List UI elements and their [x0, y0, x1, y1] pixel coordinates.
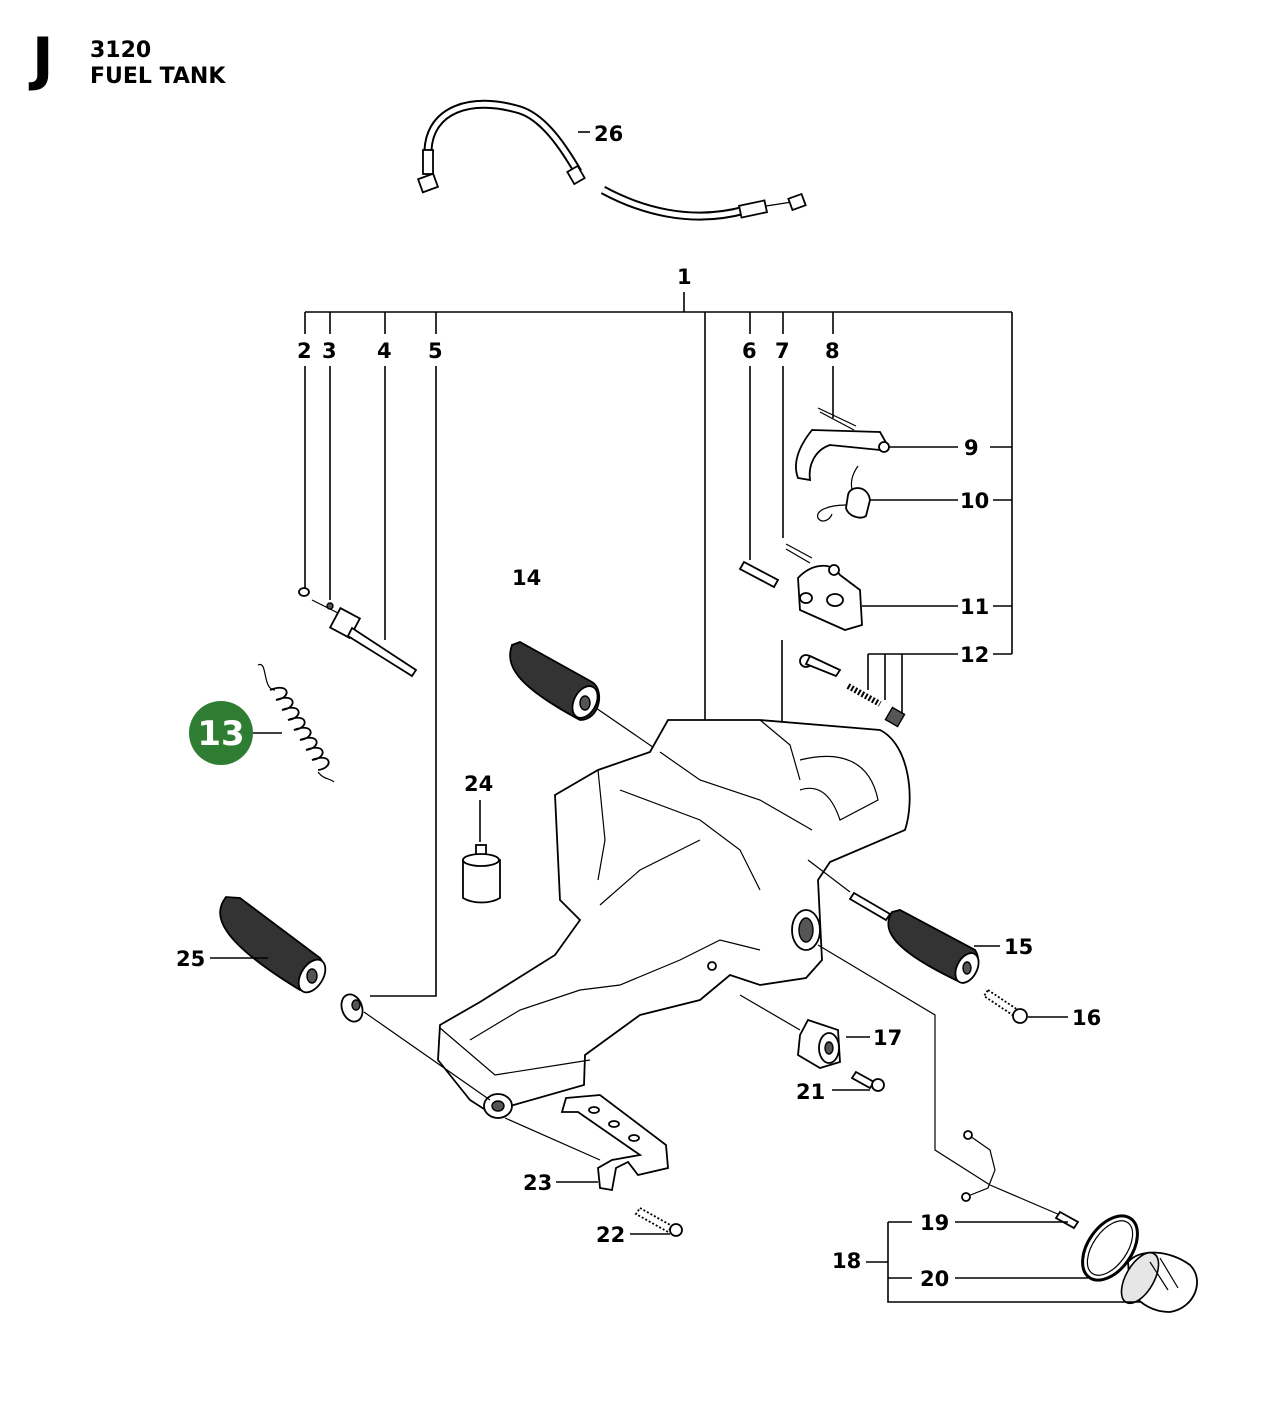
- label-part-8[interactable]: 8: [825, 339, 840, 363]
- label-part-18[interactable]: 18: [832, 1249, 861, 1273]
- parts-6-7-11-drawing: [738, 543, 863, 631]
- label-part-25[interactable]: 25: [176, 947, 205, 971]
- label-part-15[interactable]: 15: [1004, 935, 1033, 959]
- label-part-26[interactable]: 26: [594, 122, 623, 146]
- label-part-23[interactable]: 23: [523, 1171, 552, 1195]
- parts-2-5-drawing: [298, 587, 418, 678]
- label-part-20[interactable]: 20: [920, 1267, 949, 1291]
- part-14-drawing: [509, 641, 661, 753]
- label-part-10[interactable]: 10: [960, 489, 989, 513]
- label-part-9[interactable]: 9: [964, 436, 979, 460]
- label-part-7[interactable]: 7: [775, 339, 790, 363]
- label-part-24[interactable]: 24: [464, 772, 493, 796]
- highlight-circle: [189, 701, 253, 765]
- part-25-drawing: [210, 896, 491, 1101]
- label-part-6[interactable]: 6: [742, 339, 757, 363]
- part-26-drawing: [416, 99, 807, 221]
- label-part-1[interactable]: 1: [677, 265, 692, 289]
- parts-18-20-drawing: [817, 944, 1198, 1313]
- parts-8-9-10-drawing: [795, 407, 890, 522]
- section-code: 3120: [90, 38, 152, 63]
- part-12-drawing: [799, 654, 906, 728]
- label-part-13[interactable]: 13: [197, 714, 244, 754]
- label-part-22[interactable]: 22: [596, 1223, 625, 1247]
- part-13-drawing: [257, 664, 335, 783]
- parts-22-23-drawing: [504, 1094, 683, 1237]
- label-part-4[interactable]: 4: [377, 339, 392, 363]
- highlighted-part-13-badge[interactable]: 13: [189, 701, 253, 765]
- section-title: FUEL TANK: [90, 64, 226, 89]
- part-1-leader-tree: [304, 292, 1013, 997]
- label-part-14[interactable]: 14: [512, 566, 541, 590]
- label-part-11[interactable]: 11: [960, 595, 989, 619]
- part-1-fuel-tank: [437, 719, 911, 1120]
- label-part-21[interactable]: 21: [796, 1080, 825, 1104]
- label-part-19[interactable]: 19: [920, 1211, 949, 1235]
- part-number-labels: 26 1 2 3 4 5 6 7 8 9 10 11 12 14 15 16 1…: [176, 122, 1101, 1291]
- label-part-16[interactable]: 16: [1072, 1006, 1101, 1030]
- parts-17-21-drawing: [739, 994, 885, 1092]
- label-part-3[interactable]: 3: [322, 339, 337, 363]
- label-part-12[interactable]: 12: [960, 643, 989, 667]
- section-letter: J: [32, 25, 54, 93]
- label-part-2[interactable]: 2: [297, 339, 312, 363]
- part-24-drawing: [462, 844, 501, 904]
- label-part-5[interactable]: 5: [428, 339, 443, 363]
- parts-15-16-drawing: [807, 859, 1068, 1024]
- label-part-17[interactable]: 17: [873, 1026, 902, 1050]
